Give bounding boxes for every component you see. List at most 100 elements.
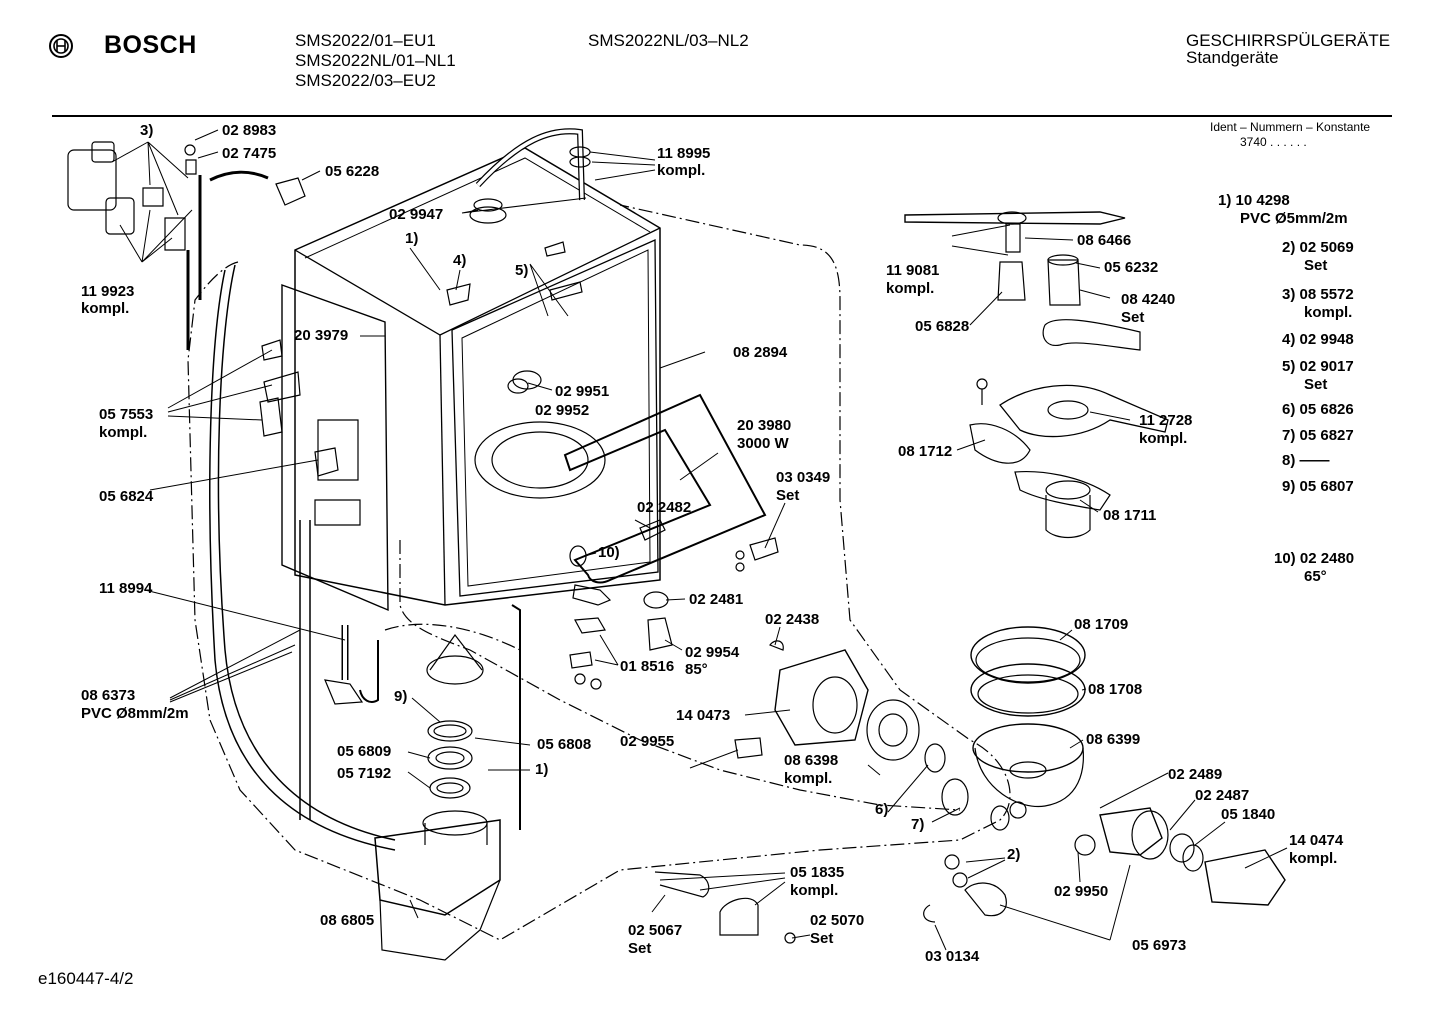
category-subtitle: Standgeräte [1186, 48, 1279, 67]
callout-label: 08 6398 [784, 752, 839, 769]
callout-label: kompl. [81, 300, 130, 317]
legend-code: 10 4298 [1235, 192, 1290, 209]
legend-num: 4) [1282, 331, 1296, 348]
callout-label: 85° [685, 661, 708, 678]
callout-label: 1) [535, 761, 549, 778]
legend-num: 8) [1282, 452, 1296, 469]
callout-label: 20 3980 [737, 417, 792, 434]
callout-label: 02 2489 [1168, 766, 1223, 783]
callout-label: 3000 W [737, 435, 789, 452]
legend-code: —— [1299, 452, 1330, 469]
callout-label: 11 9923 [81, 283, 135, 300]
callout-label: 01 8516 [620, 658, 675, 675]
callout-label: 05 7553 [99, 406, 154, 423]
legend-desc: Set [1304, 376, 1328, 393]
legend-num: 2) [1282, 239, 1296, 256]
callout-label: 02 7475 [222, 145, 277, 162]
callout-label: Set [628, 940, 652, 957]
callout-label: 2) [1007, 846, 1021, 863]
callout-label: 08 6373 [81, 687, 136, 704]
callout-label: 11 9081 [886, 262, 940, 279]
legend-item: 5) 02 9017 Set [1282, 358, 1354, 394]
callout-label: 11 8995 [657, 145, 711, 162]
document-id: e160447-4/2 [38, 969, 134, 988]
legend-item: 2) 02 5069 Set [1282, 239, 1354, 275]
callout-label: 3) [140, 122, 154, 139]
callout-label: kompl. [99, 424, 148, 441]
callout-label: 02 2438 [765, 611, 820, 628]
callout-label: 05 1840 [1221, 806, 1276, 823]
callout-label: 02 2481 [689, 591, 744, 608]
callout-label: 02 2487 [1195, 787, 1250, 804]
callout-label: 08 1709 [1074, 616, 1129, 633]
callout-label: 11 8994 [99, 580, 153, 597]
callout-label: 08 6466 [1077, 232, 1132, 249]
callout-label: 1) [405, 230, 419, 247]
legend-code: 05 6826 [1299, 401, 1354, 418]
brand-name: BOSCH [104, 31, 197, 59]
header-divider [52, 115, 1392, 117]
callout-label: kompl. [886, 280, 935, 297]
model-line: SMS2022NL/03–NL2 [588, 31, 749, 50]
legend-code: 02 2480 [1299, 550, 1355, 567]
legend-item: 9) 05 6807 [1282, 478, 1354, 496]
callout-label: 08 2894 [733, 344, 788, 361]
legend-item: 1) 10 4298 PVC Ø5mm/2m [1218, 192, 1348, 228]
callout-label: 11 2728 [1139, 412, 1193, 429]
callout-label: PVC Ø8mm/2m [81, 705, 189, 722]
callout-label: 05 7192 [337, 765, 392, 782]
callout-label: 08 1711 [1103, 507, 1157, 524]
legend-desc: kompl. [1304, 304, 1353, 321]
callout-label: 10) [598, 544, 620, 561]
callout-label: kompl. [790, 882, 839, 899]
model-list: SMS2022/01–EU1 SMS2022NL/01–NL1 SMS2022/… [295, 31, 456, 91]
callout-label: kompl. [1139, 430, 1188, 447]
callout-label: 08 4240 [1121, 291, 1176, 308]
legend-code: 08 5572 [1299, 286, 1354, 303]
callout-label: 05 6824 [99, 488, 154, 505]
callout-label: kompl. [657, 162, 706, 179]
callout-label: Set [1121, 309, 1145, 326]
callout-label: 7) [911, 816, 925, 833]
bosch-logo-icon [48, 33, 74, 64]
legend-num: 1) [1218, 192, 1232, 209]
model-line: SMS2022/01–EU1 [295, 31, 436, 50]
callout-label: Set [776, 487, 800, 504]
legend-code: 02 9948 [1299, 331, 1354, 348]
callout-label: 4) [453, 252, 467, 269]
callout-label: kompl. [1289, 850, 1338, 867]
callout-label: 03 0134 [925, 948, 980, 965]
legend-code: 02 5069 [1299, 239, 1354, 256]
legend-code: 05 6827 [1299, 427, 1354, 444]
callout-label: 02 9951 [555, 383, 610, 400]
callout-label: 14 0473 [676, 707, 731, 724]
callout-label: 05 6973 [1132, 937, 1187, 954]
callout-label: 08 1708 [1088, 681, 1143, 698]
callout-label: 05 6828 [915, 318, 970, 335]
legend-num: 7) [1282, 427, 1296, 444]
legend-desc: 65° [1304, 568, 1327, 585]
callout-label: 05 6808 [537, 736, 592, 753]
legend-item: 8) —— [1282, 452, 1330, 470]
legend-code: 05 6807 [1299, 478, 1354, 495]
callout-label: 02 9950 [1054, 883, 1109, 900]
callout-label: 20 3979 [294, 327, 349, 344]
legend-num: 5) [1282, 358, 1296, 375]
legend-item: 7) 05 6827 [1282, 427, 1354, 445]
callout-label: 5) [515, 262, 529, 279]
legend-item: 4) 02 9948 [1282, 331, 1354, 349]
callout-label: 05 6228 [325, 163, 380, 180]
callout-label: 02 9947 [389, 206, 444, 223]
callout-label: 02 2482 [637, 499, 692, 516]
legend-desc: PVC Ø5mm/2m [1240, 210, 1348, 227]
legend-code: 02 9017 [1299, 358, 1354, 375]
callout-label: 9) [394, 688, 408, 705]
legend-num: 9) [1282, 478, 1296, 495]
callout-label: 08 6805 [320, 912, 375, 929]
callout-label: Set [810, 930, 834, 947]
legend-item: 6) 05 6826 [1282, 401, 1354, 419]
category-title: GESCHIRRSPÜLGERÄTE [1186, 31, 1391, 50]
ident-value: 3740 . . . . . . [1240, 135, 1307, 149]
legend-desc: Set [1304, 257, 1328, 274]
